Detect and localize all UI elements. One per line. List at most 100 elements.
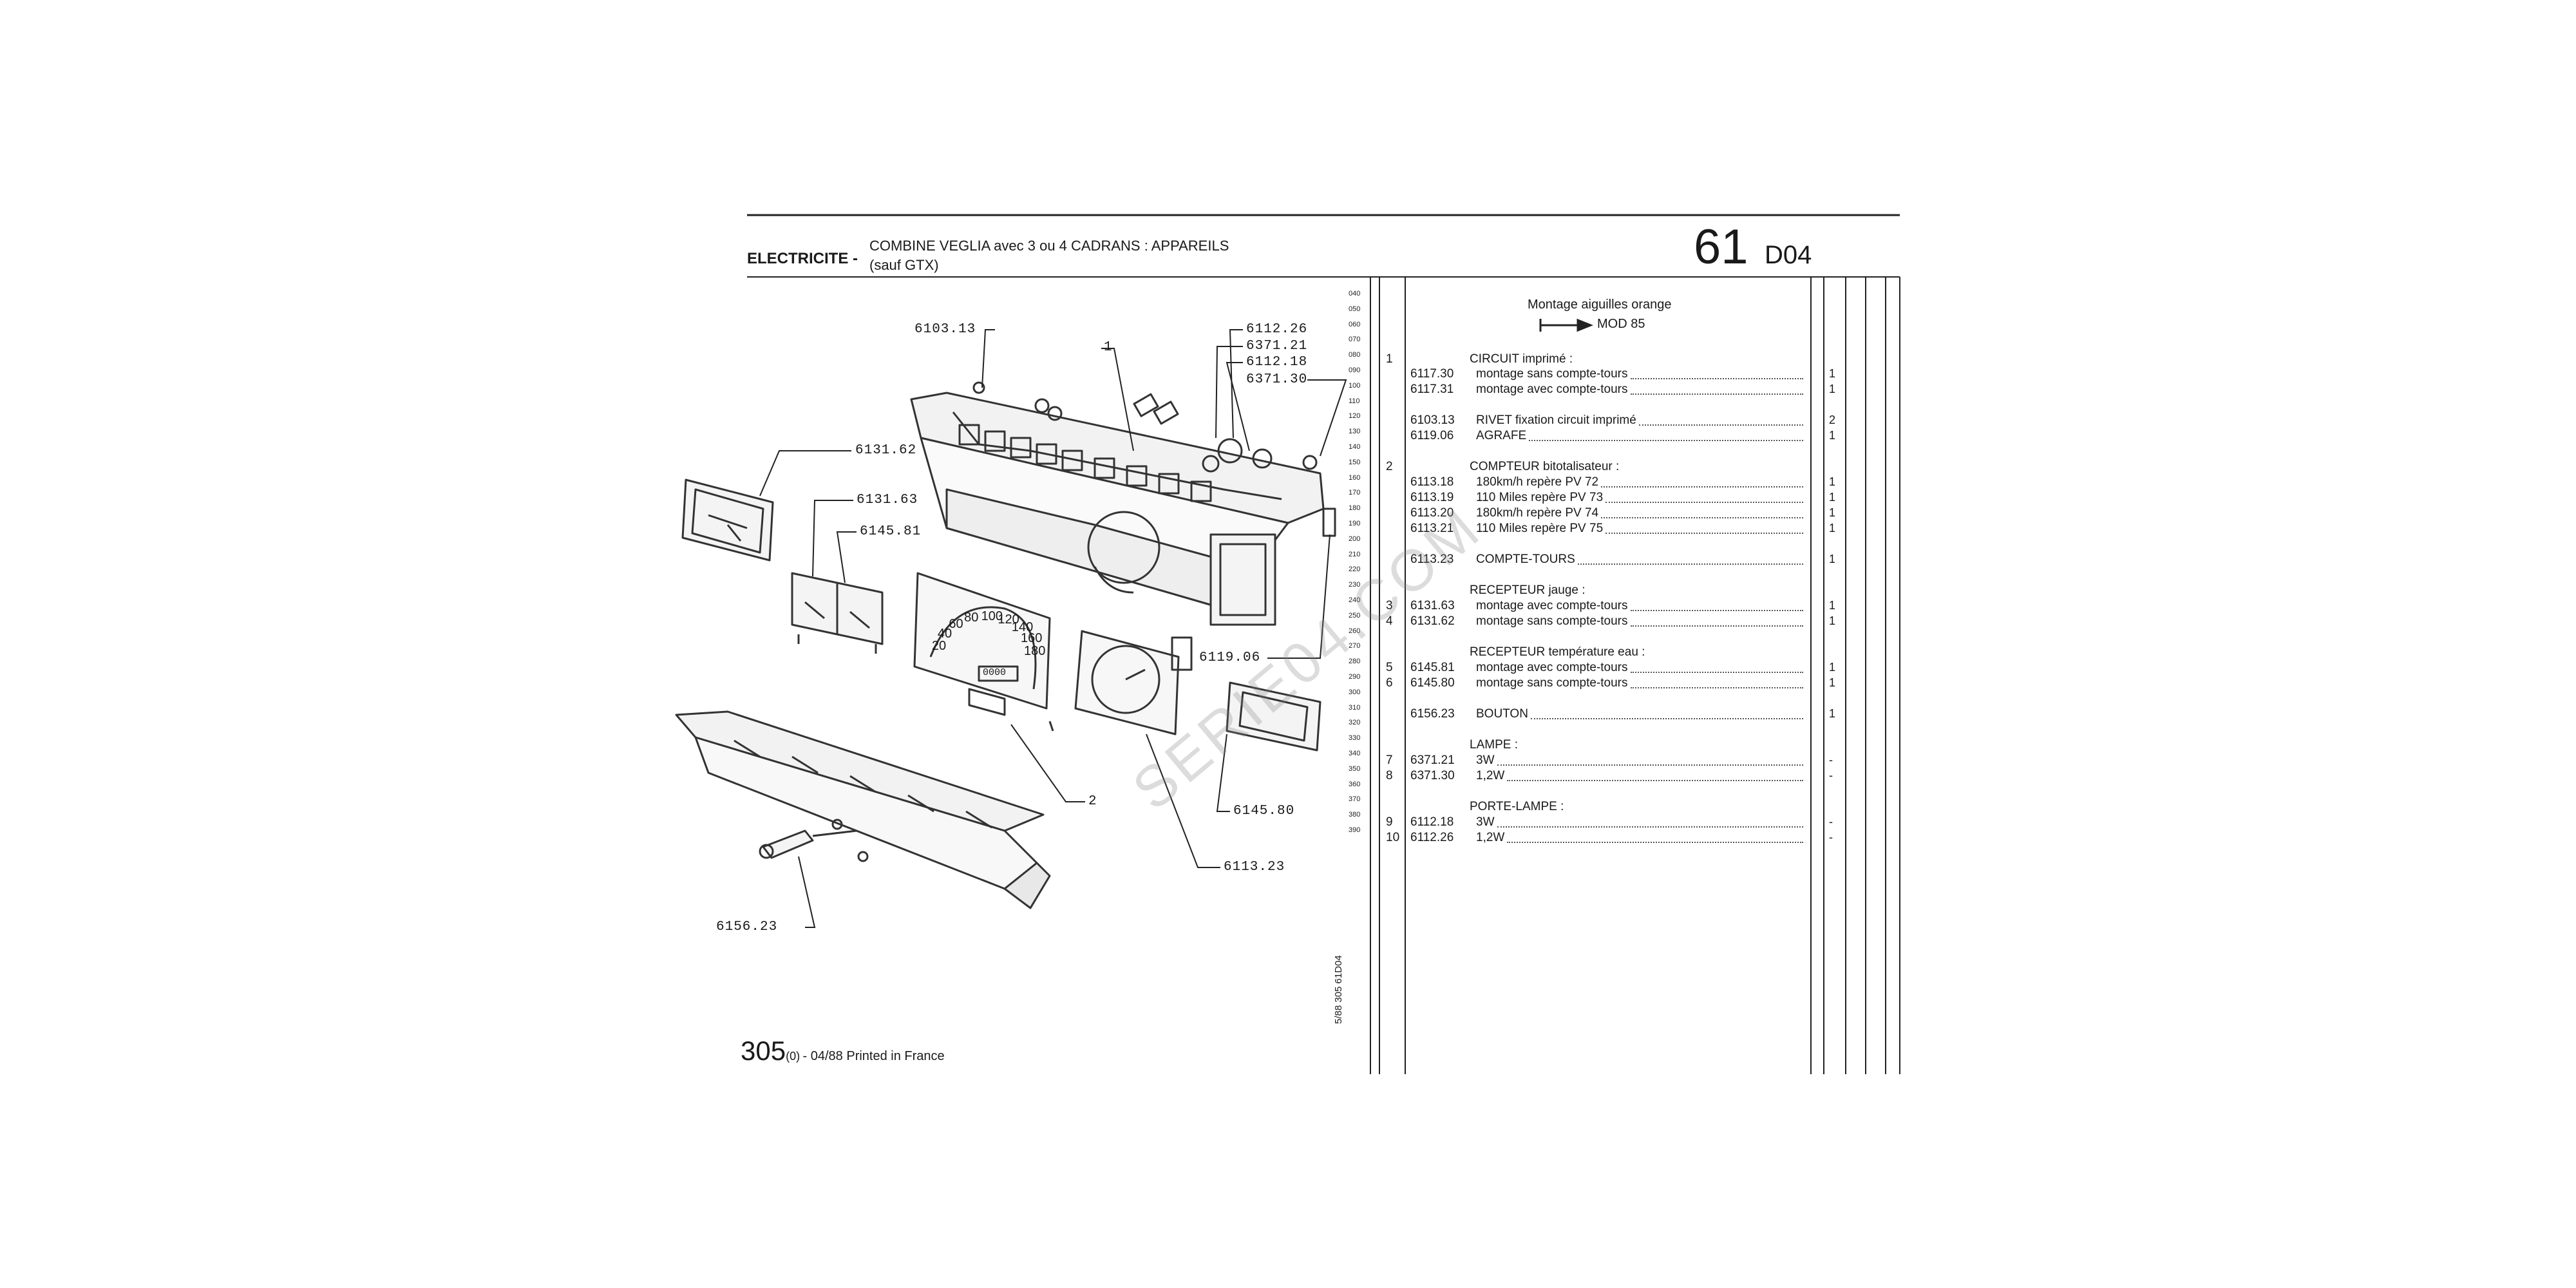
part-reference: 6103.13 [1410,413,1455,427]
part-description: 180km/h repère PV 74 [1476,506,1599,520]
item-number: 6 [1386,676,1393,690]
quantity: 1 [1829,522,1836,535]
row-number: 060 [1349,320,1361,328]
quantity: 1 [1829,383,1836,395]
leader-dots [1530,718,1803,719]
part-reference: 6112.26 [1410,831,1454,844]
speedo-numeral: 120 [998,612,1019,627]
row-number: 160 [1349,473,1361,482]
label-6145-81: 6145.81 [860,524,922,539]
row-number: 330 [1349,734,1361,743]
page-code: D04 [1765,241,1812,269]
label-6131-63: 6131.63 [857,493,918,507]
part-description: 110 Miles repère PV 73 [1476,491,1604,504]
row-number: 250 [1349,611,1361,620]
quantity: 1 [1829,614,1836,627]
part-reference: 6117.31 [1410,383,1454,396]
odometer-digits: 0000 [983,667,1007,678]
row-number: 370 [1349,795,1361,804]
label-6103-13: 6103.13 [914,322,976,337]
item-number: 7 [1386,753,1393,767]
speedo-numeral: 20 [931,638,947,653]
part-description: montage avec compte-tours [1476,383,1628,396]
row-number: 190 [1349,520,1361,527]
item-number: 2 [1386,460,1393,473]
part-reference: 6145.80 [1410,676,1455,690]
part-description: 3W [1476,753,1495,767]
label-6156-23: 6156.23 [716,920,778,934]
row-number: 300 [1349,688,1361,696]
leader-dots [1630,378,1803,379]
part-group-heading: RECEPTEUR température eau : [1470,645,1645,659]
leader-dots [1497,826,1803,828]
leader-dots [1507,842,1803,843]
label-item-1: 1 [1104,340,1113,355]
note-line-2: MOD 85 [1597,317,1645,331]
part-group-heading: RECEPTEUR jauge : [1470,583,1586,597]
row-number: 070 [1349,336,1361,344]
quantity: 1 [1829,676,1836,689]
part-description: 1,2W [1476,831,1505,844]
quantity: 2 [1829,413,1836,426]
row-number: 140 [1349,443,1361,451]
part-description: 110 Miles repère PV 75 [1476,522,1604,535]
leader-dots [1577,564,1803,565]
part-group-heading: COMPTEUR bitotalisateur : [1470,460,1620,473]
quantity: - [1829,769,1833,782]
group-number: 61 [1694,220,1748,274]
row-number: 260 [1349,627,1361,635]
part-reference: 6113.21 [1410,522,1454,535]
quantity: 1 [1829,506,1836,519]
quantity: - [1829,831,1833,844]
row-number: 110 [1349,397,1360,405]
item-number: 8 [1386,769,1393,782]
part-description: AGRAFE [1476,429,1527,442]
part-reference: 6113.20 [1410,506,1454,520]
label-6112-18: 6112.18 [1246,355,1308,370]
part-group-heading: CIRCUIT imprimé : [1470,352,1573,366]
quantity: 1 [1829,553,1836,565]
item-number: 10 [1386,831,1400,844]
part-reference: 6371.30 [1410,769,1455,782]
speedo-numeral: 80 [964,611,979,625]
leader-dots [1529,440,1803,441]
quantity: 1 [1829,429,1836,442]
speedo-numeral: 180 [1024,644,1046,658]
part-reference: 6113.23 [1410,553,1454,566]
leader-dots [1605,533,1803,534]
part-description: 180km/h repère PV 72 [1476,475,1599,489]
part-description: 3W [1476,815,1495,829]
row-number: 390 [1349,826,1361,834]
row-number: 150 [1349,458,1361,466]
label-item-2: 2 [1088,794,1097,809]
label-6371-21: 6371.21 [1246,339,1308,354]
speedo-numeral: 140 [1011,620,1034,635]
part-reference: 6119.06 [1410,429,1454,442]
item-number: 9 [1386,815,1393,829]
part-reference: 6117.30 [1410,367,1454,381]
quantity: 1 [1829,475,1836,488]
part-reference: 6112.18 [1410,815,1454,829]
part-reference: 6156.23 [1410,707,1455,721]
part-group-heading: PORTE-LAMPE : [1470,800,1564,813]
part-reference: 6113.19 [1410,491,1454,504]
label-6131-62: 6131.62 [855,443,917,458]
item-number: 4 [1386,614,1393,628]
leader-dots [1497,764,1803,766]
row-number: 340 [1349,750,1361,757]
part-description: COMPTE-TOURS [1476,553,1575,566]
part-description: montage sans compte-tours [1476,367,1628,381]
label-6371-30: 6371.30 [1246,372,1308,387]
note-line-1: Montage aiguilles orange [1528,298,1672,312]
leader-dots [1630,610,1803,611]
label-6112-26: 6112.26 [1246,322,1308,337]
part-description: montage avec compte-tours [1476,599,1628,612]
part-description: montage avec compte-tours [1476,661,1628,674]
row-number: 280 [1349,658,1361,666]
leader-dots [1601,486,1803,488]
row-number: 050 [1349,305,1361,313]
row-number: 270 [1349,642,1361,650]
row-number: 170 [1349,489,1361,497]
part-reference: 6131.62 [1410,614,1455,628]
row-number: 310 [1349,703,1361,712]
